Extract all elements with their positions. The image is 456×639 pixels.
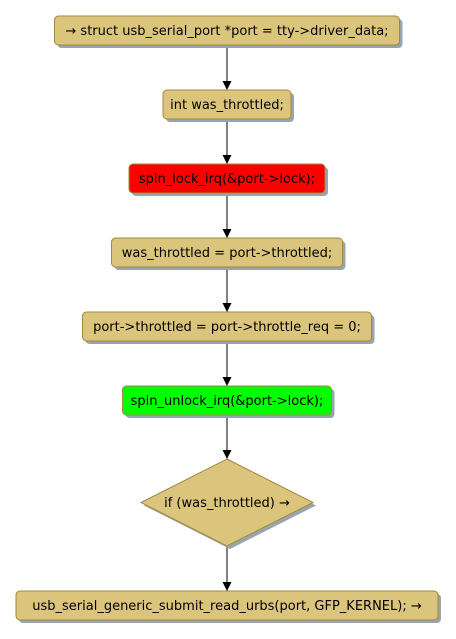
node-label: spin_unlock_irq(&port->lock); <box>131 394 324 409</box>
process-box <box>15 590 439 621</box>
node-n3: spin_lock_irq(&port->lock); <box>128 163 328 196</box>
process-box <box>82 311 372 342</box>
node-label: if (was_throttled) → <box>164 496 290 511</box>
node-n4: was_throttled = port->throttled; <box>111 237 346 270</box>
node-label: usb_serial_generic_submit_read_urbs(port… <box>32 599 422 614</box>
node-label: port->throttled = port->throttle_req = 0… <box>93 320 361 335</box>
node-n5: port->throttled = port->throttle_req = 0… <box>82 311 375 344</box>
nodes: → struct usb_serial_port *port = tty->dr… <box>15 15 441 623</box>
node-n2: int was_throttled; <box>162 89 294 122</box>
process-box <box>122 385 332 416</box>
node-label: spin_lock_irq(&port->lock); <box>139 172 315 187</box>
node-n7: if (was_throttled) → <box>139 458 316 549</box>
node-n1: → struct usb_serial_port *port = tty->dr… <box>54 15 403 48</box>
process-box <box>111 237 343 268</box>
process-box <box>54 15 400 46</box>
node-label: → struct usb_serial_port *port = tty->dr… <box>65 24 388 39</box>
node-label: was_throttled = port->throttled; <box>122 246 332 261</box>
process-box <box>162 89 292 120</box>
node-n6: spin_unlock_irq(&port->lock); <box>122 385 335 418</box>
process-box <box>128 163 326 194</box>
decision-diamond <box>139 458 315 547</box>
node-label: int was_throttled; <box>170 98 284 113</box>
node-n8: usb_serial_generic_submit_read_urbs(port… <box>15 590 441 623</box>
